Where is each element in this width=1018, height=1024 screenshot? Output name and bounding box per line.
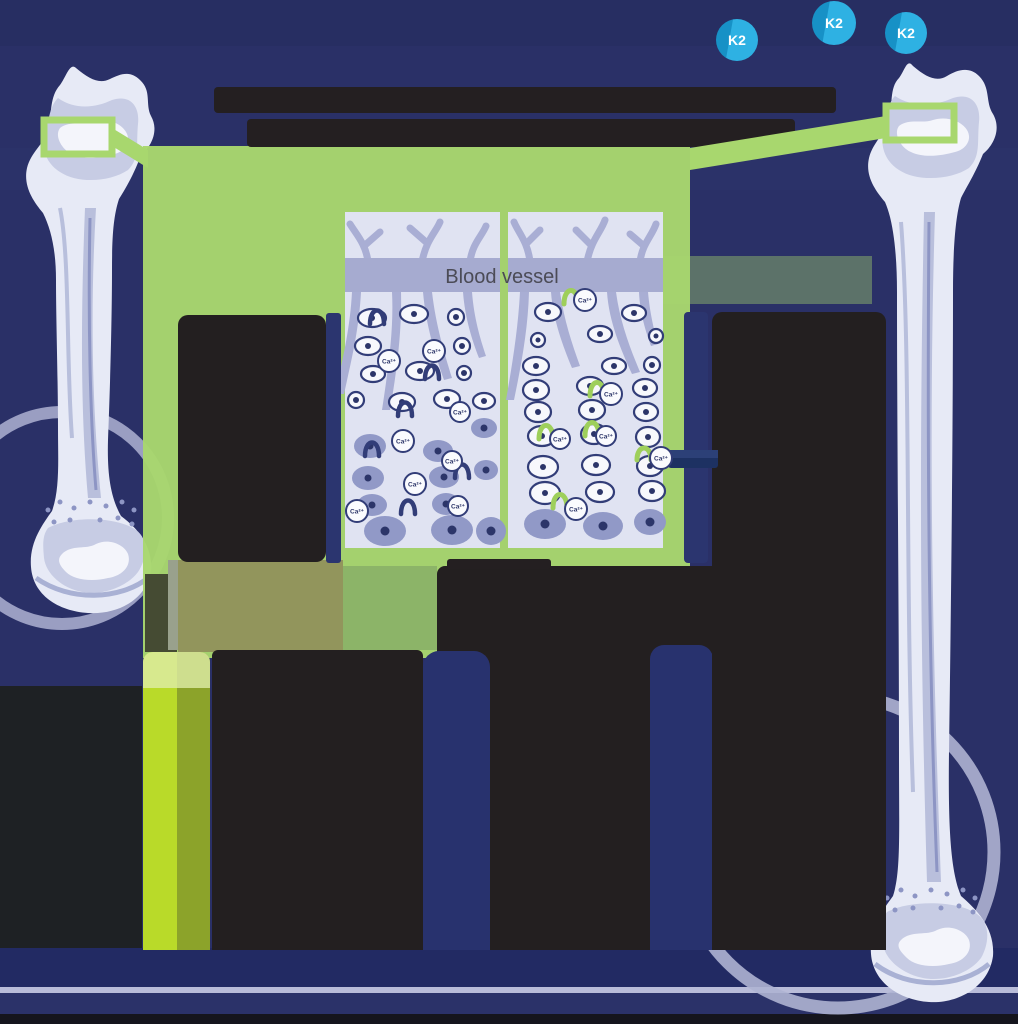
stat-bar-lime-light (143, 652, 177, 950)
k2-badge-label: K2 (825, 15, 843, 31)
left-callout-text-redacted (178, 315, 326, 562)
left-zoom-box (40, 116, 116, 158)
vessel-branches (346, 216, 660, 266)
tinted-text-zone-olive (178, 560, 343, 652)
right-callout-accent-bar (684, 312, 708, 563)
footer-band-lower (0, 993, 1018, 1014)
right-zoom-box (882, 102, 958, 144)
stat-bar-lime-dark (177, 652, 210, 950)
k2-badge-label: K2 (897, 25, 915, 41)
svg-text:Ca²⁺: Ca²⁺ (553, 436, 567, 443)
svg-text:Ca²⁺: Ca²⁺ (654, 456, 668, 463)
stat-bar-lime-cap (143, 652, 210, 688)
green-band-to-right-bone (663, 256, 872, 304)
k2-badge-1: K2 (716, 19, 758, 61)
footer-divider-line (0, 987, 1018, 993)
svg-text:Ca²⁺: Ca²⁺ (578, 297, 592, 304)
svg-text:Ca²⁺: Ca²⁺ (382, 358, 396, 365)
blood-vessel-label: Blood vessel (445, 266, 558, 288)
footer-bottom-strip (0, 1014, 1018, 1024)
right-text-column-redacted (712, 312, 886, 950)
svg-text:Ca²⁺: Ca²⁺ (396, 438, 410, 445)
title-line-1-redacted (214, 87, 836, 113)
svg-text:Ca²⁺: Ca²⁺ (604, 391, 618, 398)
tinted-arc-streak (168, 560, 178, 650)
k2-badge-2: K2 (812, 1, 856, 45)
stat-bar-lime (143, 652, 210, 950)
stat-text-block-1-redacted (212, 650, 423, 950)
svg-text:Ca²⁺: Ca²⁺ (569, 506, 583, 513)
left-bone-illustration (26, 66, 155, 614)
svg-text:Ca²⁺: Ca²⁺ (408, 481, 422, 488)
svg-text:Ca²⁺: Ca²⁺ (453, 409, 467, 416)
left-callout-accent-bar (326, 313, 341, 563)
k2-badge-label: K2 (728, 32, 746, 48)
calcium-transfer-arrow: Ca²⁺ (634, 445, 718, 470)
left-panel-osteoblasts (352, 418, 506, 546)
svg-text:Ca²⁺: Ca²⁺ (599, 433, 613, 440)
right-zoom-connector (690, 116, 886, 170)
right-panel-cell-nuclei (533, 309, 659, 496)
left-panel-cells (346, 303, 497, 413)
left-panel-osteoblast-nuclei (364, 424, 496, 536)
footer-band (0, 948, 1018, 987)
svg-text:Ca²⁺: Ca²⁺ (427, 348, 441, 355)
k2-badge-3: K2 (885, 12, 927, 54)
left-zoom-connector (112, 128, 148, 168)
svg-text:Ca²⁺: Ca²⁺ (350, 508, 364, 515)
stat-bar-navy-1 (423, 651, 490, 950)
svg-text:Ca²⁺: Ca²⁺ (451, 503, 465, 510)
right-panel-osteoblast-nuclei (540, 517, 655, 531)
caption-heading-redacted (447, 559, 551, 569)
stat-text-block-left-redacted (0, 686, 142, 948)
title-line-2-redacted (247, 119, 795, 147)
stat-bar-navy-2 (650, 645, 713, 950)
tinted-zone-green (343, 566, 437, 650)
svg-text:Ca²⁺: Ca²⁺ (445, 458, 459, 465)
calcium-chips: Ca²⁺ Ca²⁺ Ca²⁺ Ca²⁺ Ca²⁺ Ca²⁺ Ca²⁺ Ca²⁺ … (345, 288, 623, 523)
